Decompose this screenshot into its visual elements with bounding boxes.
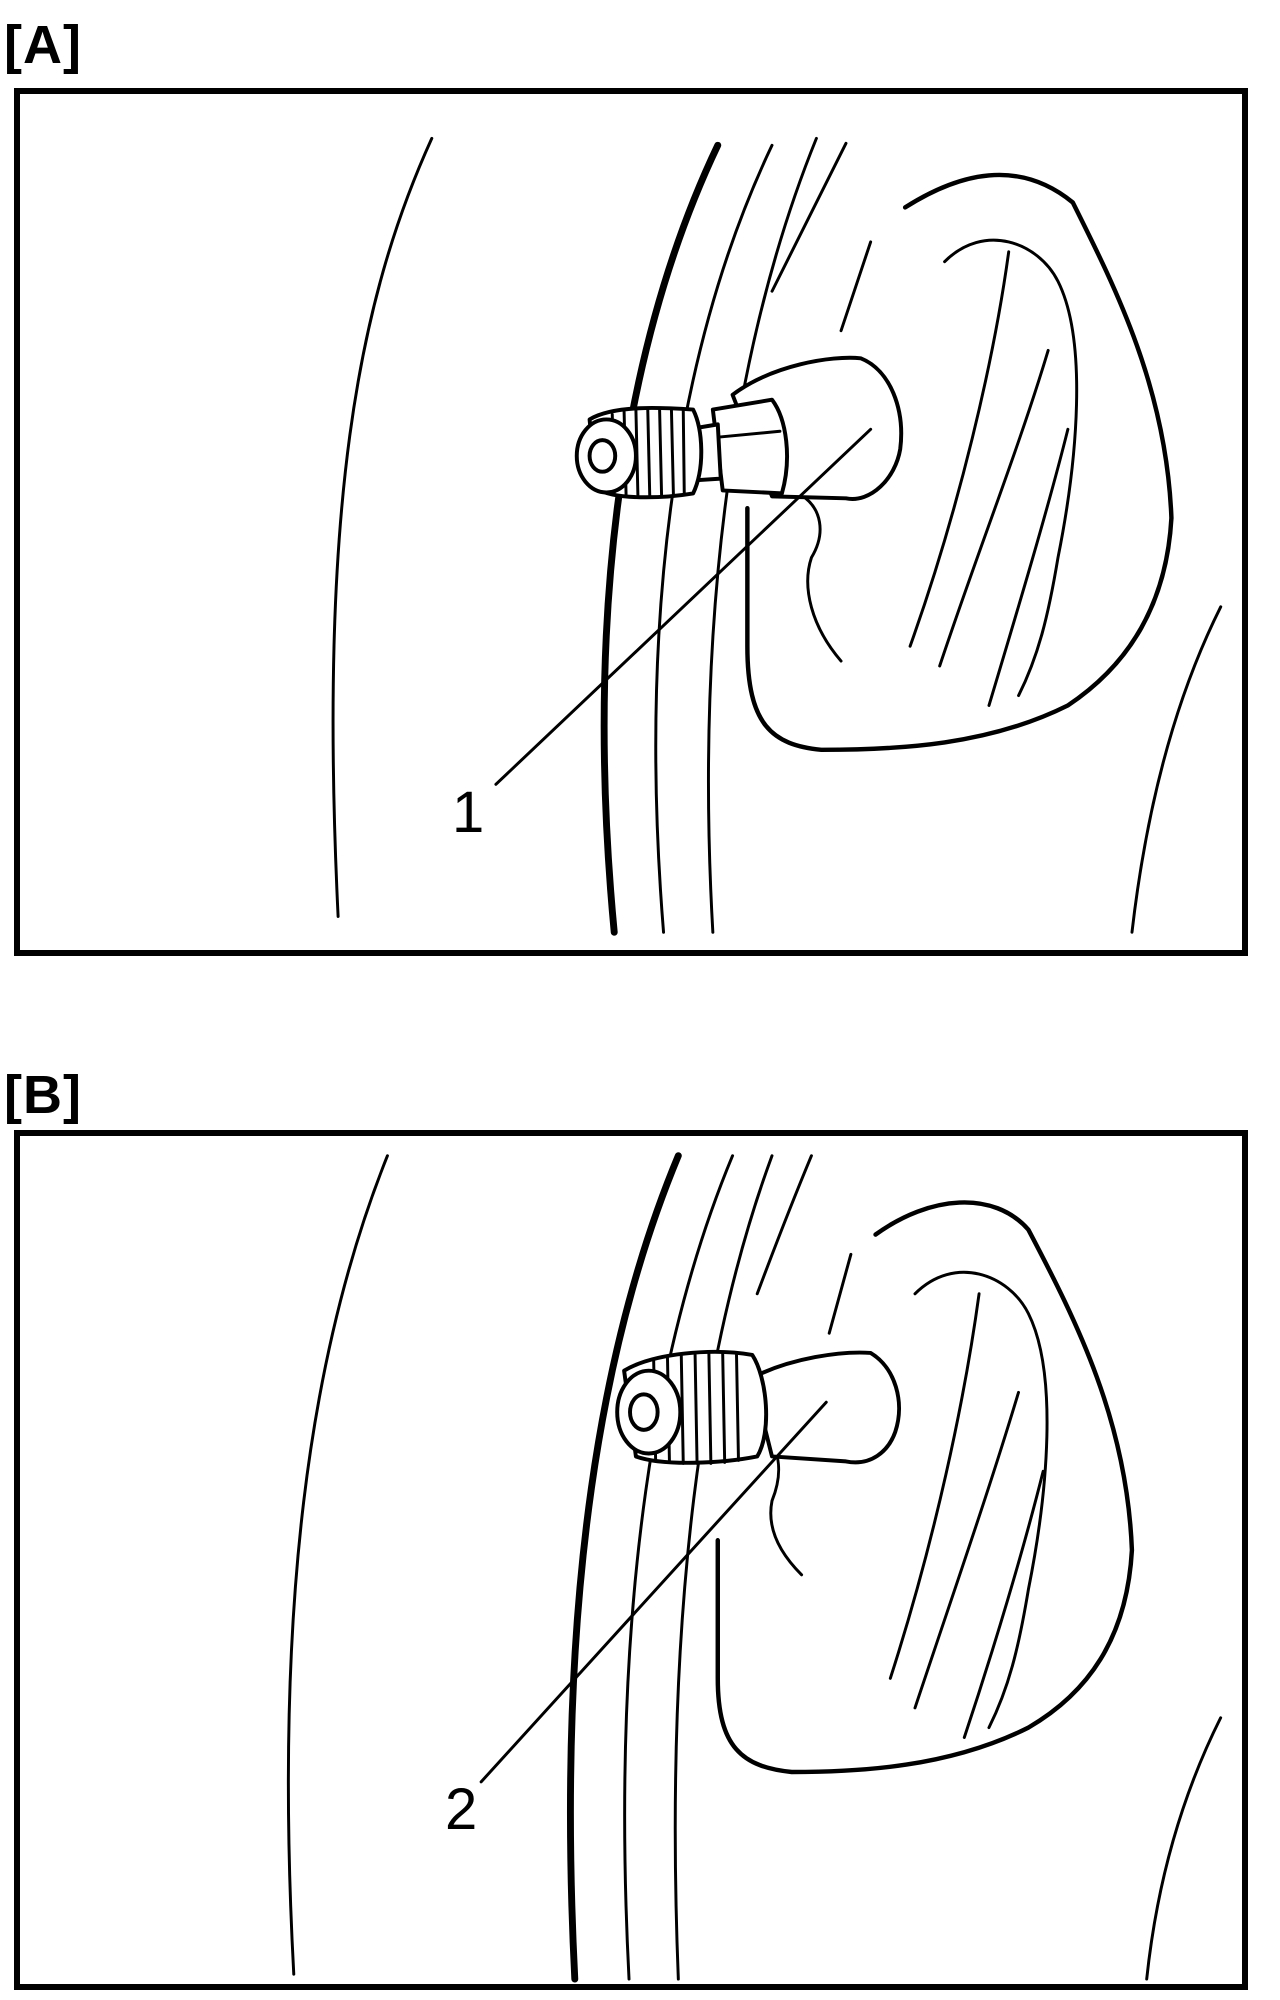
- figure-a-frame: 1: [14, 88, 1248, 956]
- figure-b: [B]: [0, 1050, 1280, 2000]
- wheel-opening-inner: [913, 1270, 1049, 1730]
- tire-curve-left: [286, 1154, 389, 1976]
- rim-line-2: [707, 136, 818, 934]
- valve-base-line: [800, 493, 843, 663]
- opening-line-1: [888, 1292, 981, 1680]
- opening-line-2: [913, 1390, 1020, 1710]
- tire-valve-stem-long-icon: [331, 136, 1223, 936]
- opening-line-3: [987, 427, 1070, 707]
- callout-leader-1: [494, 427, 873, 786]
- rim-line-2: [673, 1154, 774, 1981]
- callout-number-2: 2: [445, 1777, 478, 1842]
- opening-line-1: [908, 250, 1011, 648]
- opening-dash: [839, 240, 873, 333]
- rim-line-3: [755, 1154, 813, 1296]
- callout-leader-2: [479, 1400, 828, 1784]
- rim-edge-outer: [567, 1152, 682, 1983]
- tire-valve-stem-short-icon: [286, 1152, 1223, 1983]
- tire-curve-right: [1130, 605, 1223, 934]
- valve-stem-body: [750, 1350, 901, 1465]
- wheel-opening-outer: [745, 172, 1174, 753]
- opening-line-3: [962, 1469, 1045, 1739]
- valve-hex-nut: [710, 397, 789, 496]
- figure-a: [A]: [0, 0, 1280, 980]
- figure-b-label: [B]: [4, 1065, 82, 1125]
- rim-line-1: [623, 1154, 735, 1981]
- figure-a-label: [A]: [4, 15, 82, 75]
- cap-end-center: [587, 438, 618, 474]
- rim-line-3: [770, 141, 848, 293]
- cap-end-center: [628, 1392, 660, 1432]
- opening-line-2: [938, 348, 1050, 668]
- opening-dash: [827, 1252, 853, 1335]
- rim-edge-outer: [600, 141, 722, 936]
- figure-b-frame: 2: [14, 1130, 1248, 1990]
- wheel-opening-inner: [943, 238, 1079, 698]
- tire-curve-right: [1145, 1716, 1223, 1981]
- tire-curve-left: [331, 136, 434, 918]
- callout-number-1: 1: [452, 780, 485, 845]
- hex-edge: [716, 429, 782, 439]
- wheel-opening-outer: [715, 1200, 1135, 1775]
